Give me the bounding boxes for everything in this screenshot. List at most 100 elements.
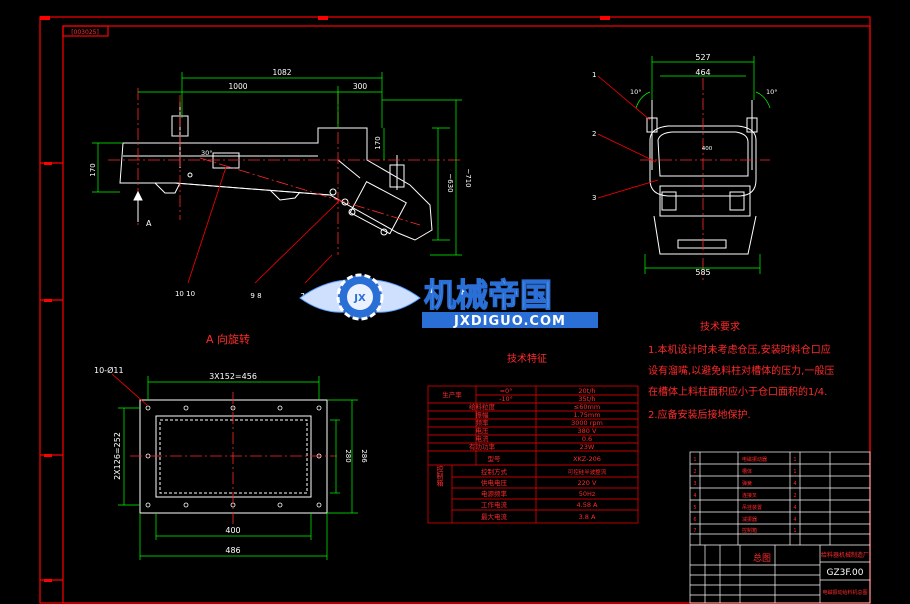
spec-val-0: 20t/h xyxy=(578,387,595,395)
part-name-5: 减振器 xyxy=(742,516,757,523)
drawing-name: 总图 xyxy=(753,552,771,564)
spec-sub-key-2: 电源频率 xyxy=(481,489,508,498)
a-view-title: A 向旋转 xyxy=(206,332,250,346)
dim-464: 464 xyxy=(695,68,710,77)
dim-630: ~630 xyxy=(446,173,454,192)
part-name-4: 吊挂装置 xyxy=(742,504,762,511)
part-no-6: 7 xyxy=(693,528,696,534)
side-view-centerlines xyxy=(108,88,460,255)
side-view-body xyxy=(119,102,433,241)
part-qty-3: 2 xyxy=(793,493,796,499)
dim-30-deg: 30° xyxy=(201,149,213,157)
notes-line-3: 2.应备安装后接地保护. xyxy=(648,408,751,421)
spec-label-4: 频率 xyxy=(476,418,490,427)
dim-10-left: 10° xyxy=(630,88,642,96)
spec-label-3: 振幅 xyxy=(476,410,490,419)
spec-label-0: 生产率 xyxy=(442,390,462,399)
callout-10-10: 10 10 xyxy=(175,290,195,298)
dim-170-right: 170 xyxy=(374,136,382,149)
title-block-grid xyxy=(689,451,871,604)
spec-sub-val-1: 220 V xyxy=(578,479,597,487)
holes-leader xyxy=(111,373,149,407)
part-qty-0: 1 xyxy=(793,457,796,463)
dim-1000: 1000 xyxy=(228,82,247,91)
title-block: 1 电磁振动器 1 2 槽体 1 3 弹簧 4 4 连接叉 2 5 吊挂装置 4… xyxy=(689,451,871,604)
part-qty-4: 4 xyxy=(793,505,796,511)
front-view-centerline xyxy=(640,78,770,280)
part-qty-2: 4 xyxy=(793,481,796,487)
a-view-centerlines xyxy=(130,392,337,525)
notes-title: 技术要求 xyxy=(700,320,740,333)
notes-line-0: 1.本机设计时未考虑仓压,安装时料仓口应 xyxy=(648,343,831,356)
spec-sub-label: 控制箱 xyxy=(436,465,444,488)
spec-sub-val-0: 可控硅半波整流 xyxy=(568,468,607,476)
part-no-2: 3 xyxy=(693,481,696,487)
side-view-arrow xyxy=(133,190,143,222)
spec-val-4: 3000 rpm xyxy=(571,419,603,427)
spec-sub-key-1: 供电电压 xyxy=(481,478,508,487)
dim-10-right: 10° xyxy=(766,88,778,96)
front-view-dimension-lines xyxy=(635,56,771,274)
dim-top-pitch: 3X152=456 xyxy=(209,372,257,381)
spec-val-3: 1.75mm xyxy=(573,411,600,419)
dim-inner-400: 400 xyxy=(702,146,713,152)
dim-286: 286 xyxy=(360,449,368,463)
part-name-1: 槽体 xyxy=(742,468,752,475)
dim-holes: 10-Ø11 xyxy=(94,365,124,375)
dim-486: 486 xyxy=(225,546,240,555)
part-qty-6: 1 xyxy=(793,528,796,534)
frame-ticks xyxy=(40,16,610,582)
spec-table: 技术特征 生产率 ≈0° 20t/h -10° 35t/h xyxy=(427,352,639,524)
callout-3: 3 xyxy=(592,194,596,202)
spec-sub-key-3: 工作电流 xyxy=(481,500,508,509)
section-arrow-label: A xyxy=(146,219,152,228)
part-name-2: 弹簧 xyxy=(742,480,752,487)
logo-badge: JX xyxy=(353,293,366,304)
spec-sub-1: -10° xyxy=(499,395,513,403)
dim-585: 585 xyxy=(695,268,710,277)
spec-val-1: 35t/h xyxy=(578,395,595,403)
header-tag: [003025] xyxy=(71,29,99,36)
dim-400: 400 xyxy=(225,526,240,535)
front-view-leaders xyxy=(597,75,659,199)
spec-val-6: 0.6 xyxy=(582,435,592,443)
company-name: 给料器机械制造厂 xyxy=(821,551,869,559)
logo-url-bar xyxy=(422,312,598,328)
spec-sub-val-4: 3.8 A xyxy=(579,513,596,521)
site-logo: JX 机械帝国 JXDIGUO.COM xyxy=(299,273,598,329)
spec-val-5: 380 V xyxy=(578,427,597,435)
spec-val-7: 23W xyxy=(580,443,595,451)
part-name-3: 连接叉 xyxy=(742,492,757,499)
part-name-0: 电磁振动器 xyxy=(742,456,767,463)
spec-title: 技术特征 xyxy=(507,352,547,365)
part-qty-1: 1 xyxy=(793,469,796,475)
spec-label-6: 电流 xyxy=(476,434,490,443)
dim-280: 280 xyxy=(344,449,352,462)
notes-line-2: 在槽体上料柱面积应小于仓口面积的1/4. xyxy=(648,385,827,398)
dim-300: 300 xyxy=(353,82,368,91)
part-no-3: 4 xyxy=(693,493,696,499)
callout-1: 1 xyxy=(592,71,596,79)
spec-label-2: 给料粒度 xyxy=(469,402,496,411)
technical-notes: 技术要求 1.本机设计时未考虑仓压,安装时料仓口应 设有溜嘴,以避免料柱对槽体的… xyxy=(648,320,834,421)
front-view: 527 464 585 10° 10° 400 1 2 3 xyxy=(592,53,778,280)
spec-grid xyxy=(427,385,639,524)
side-view: 1082 1000 300 170 170 ~630 ~710 30° A 10… xyxy=(89,68,472,300)
drawing-model: GZ3F.00 xyxy=(827,568,864,578)
spec-val-8: XKZ-206 xyxy=(573,455,601,463)
side-view-leaders xyxy=(187,166,341,284)
dim-170-left: 170 xyxy=(89,163,97,176)
a-view: A 向旋转 xyxy=(94,332,368,560)
a-view-flange xyxy=(139,399,328,514)
spec-rows: 生产率 ≈0° 20t/h -10° 35t/h 给料粒度 ≤60mm 振幅 1… xyxy=(436,387,607,521)
part-no-4: 5 xyxy=(693,505,696,511)
dim-710: ~710 xyxy=(464,168,472,187)
logo-title: 机械帝国 xyxy=(424,276,552,314)
part-no-5: 6 xyxy=(693,517,696,523)
drawing-sub-name: 电磁振动给料机总图 xyxy=(822,589,867,596)
spec-sub-val-2: 50Hz xyxy=(579,490,596,498)
spec-sub-key-0: 控制方式 xyxy=(481,467,508,476)
side-view-dimension-lines xyxy=(92,72,462,256)
spec-label-7: 有功功率 xyxy=(469,442,496,451)
